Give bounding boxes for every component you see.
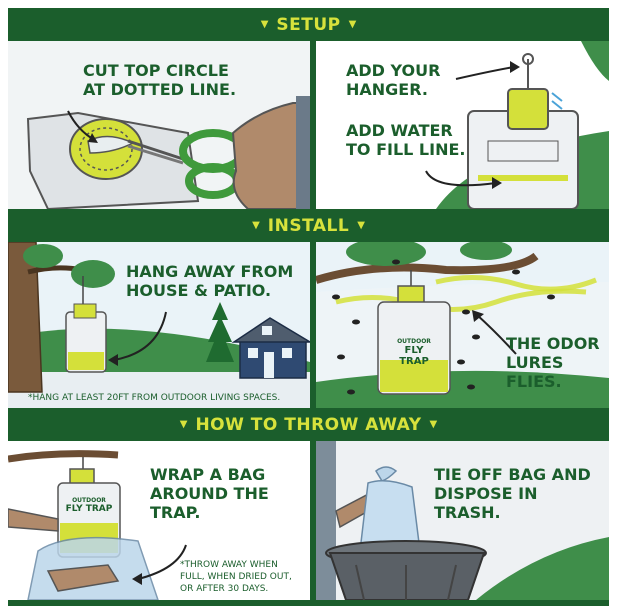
caption-wrap: WRAP A BAG AROUND THE TRAP. bbox=[150, 465, 269, 522]
chevron-down-icon: ▼ bbox=[179, 419, 188, 430]
tree-icon bbox=[8, 242, 43, 393]
note-hang-distance: *HANG AT LEAST 20FT FROM OUTDOOR LIVING … bbox=[28, 393, 281, 403]
pine-tree-icon bbox=[206, 302, 234, 362]
panel-hang-away: HANG AWAY FROM HOUSE & PATIO. *HANG AT L… bbox=[8, 242, 310, 408]
odor-wave bbox=[435, 275, 597, 292]
arrow-icon bbox=[425, 170, 497, 187]
caption-odor: THE ODOR LURES FLIES. bbox=[506, 334, 600, 391]
cut-illustration bbox=[8, 41, 310, 209]
trap-top bbox=[507, 88, 549, 130]
arrow-icon bbox=[113, 311, 167, 361]
panel-odor-lures: THE ODOR LURES FLIES. OUTDOOR FLY TRAP bbox=[316, 242, 609, 408]
section-header-install: ▼ INSTALL ▼ bbox=[8, 209, 609, 242]
chevron-down-icon: ▼ bbox=[348, 19, 357, 30]
panel-add-hanger-water: ADD YOUR HANGER. ADD WATER TO FILL LINE. bbox=[316, 41, 609, 209]
chevron-down-icon: ▼ bbox=[260, 19, 269, 30]
grass-hill bbox=[476, 537, 609, 600]
dispose-illustration bbox=[316, 441, 609, 600]
fill-line bbox=[478, 175, 568, 181]
note-throw-away: *THROW AWAY WHEN FULL, WHEN DRIED OUT, O… bbox=[180, 560, 292, 594]
instruction-graphic: ▼ SETUP ▼ CUT bbox=[8, 8, 609, 606]
arm-icon bbox=[8, 508, 59, 532]
panel-wrap-bag: WRAP A BAG AROUND THE TRAP. *THROW AWAY … bbox=[8, 441, 310, 600]
tree-branch bbox=[8, 450, 119, 463]
section-header-setup: ▼ SETUP ▼ bbox=[8, 8, 609, 41]
panel-cut-top-circle: CUT TOP CIRCLE AT DOTTED LINE. bbox=[8, 41, 310, 209]
arrow-icon bbox=[137, 544, 187, 580]
chevron-down-icon: ▼ bbox=[357, 220, 365, 231]
hand-icon bbox=[46, 564, 120, 592]
odor-illustration bbox=[316, 242, 609, 408]
fly-icon bbox=[332, 259, 555, 395]
chevron-down-icon: ▼ bbox=[252, 220, 260, 231]
section-title: SETUP bbox=[276, 14, 341, 35]
hand-icon bbox=[231, 102, 310, 209]
caption-hanger: ADD YOUR HANGER. bbox=[346, 61, 441, 99]
trap-label: OUTDOOR FLY TRAP bbox=[65, 497, 113, 514]
section-header-throw-away: ▼ HOW TO THROW AWAY ▼ bbox=[8, 408, 609, 441]
chevron-down-icon: ▼ bbox=[429, 419, 438, 430]
section-title: INSTALL bbox=[267, 215, 350, 236]
caption-dispose: TIE OFF BAG AND DISPOSE IN TRASH. bbox=[434, 465, 591, 522]
house-icon bbox=[231, 317, 310, 379]
panel-dispose-trash: TIE OFF BAG AND DISPOSE IN TRASH. bbox=[316, 441, 609, 600]
wrap-illustration bbox=[8, 441, 310, 600]
trap-label: OUTDOOR FLY TRAP bbox=[397, 338, 431, 367]
caption-hang: HANG AWAY FROM HOUSE & PATIO. bbox=[126, 262, 294, 300]
section-title: HOW TO THROW AWAY bbox=[195, 414, 422, 435]
tree-branch bbox=[316, 252, 539, 284]
hanger-illustration bbox=[316, 41, 609, 209]
caption-water: ADD WATER TO FILL LINE. bbox=[346, 121, 466, 159]
dotted-cut-line bbox=[79, 127, 133, 171]
trash-can-icon bbox=[325, 540, 487, 600]
caption-cut: CUT TOP CIRCLE AT DOTTED LINE. bbox=[83, 61, 237, 99]
odor-wave bbox=[335, 288, 587, 312]
hang-illustration bbox=[8, 242, 310, 408]
